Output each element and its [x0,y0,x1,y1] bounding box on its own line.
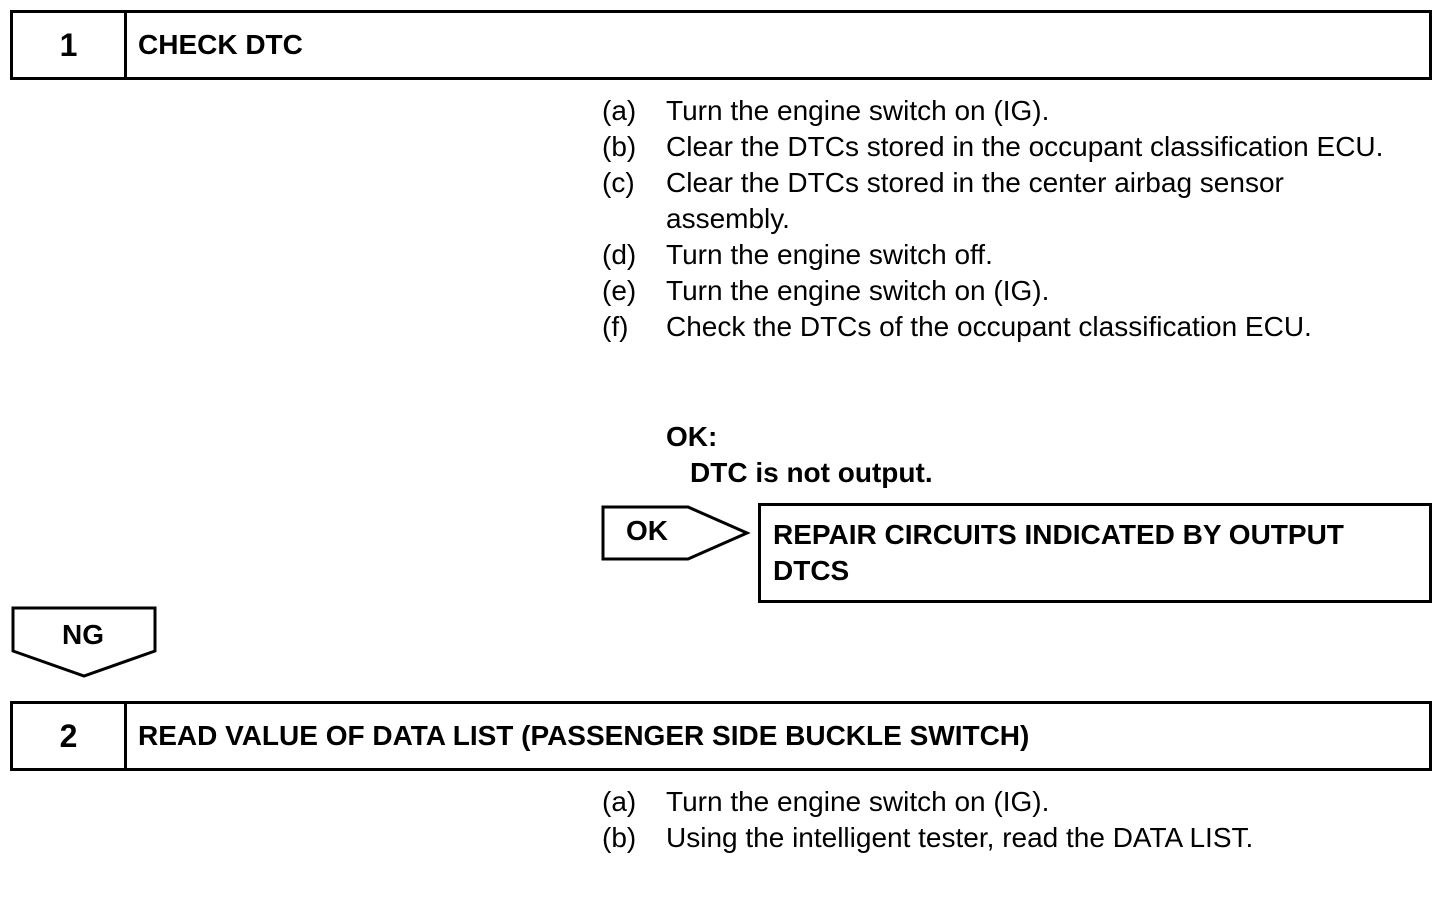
instruction-text: Clear the DTCs stored in the occupant cl… [666,131,1384,162]
instruction-item: (c) Clear the DTCs stored in the center … [602,165,1402,237]
instruction-letter: (b) [602,131,637,162]
instruction-letter: (e) [602,275,637,306]
step-1-number: 1 [13,13,127,77]
instruction-letter: (a) [602,95,637,126]
repair-text: REPAIR CIRCUITS INDICATED BY OUTPUT DTCS [773,519,1344,586]
instruction-text: Using the intelligent tester, read the D… [666,822,1254,853]
instruction-letter: (f) [602,311,629,342]
step-2-instructions: (a) Turn the engine switch on (IG). (b) … [602,784,1402,856]
instruction-item: (d) Turn the engine switch off. [602,237,1402,273]
step-1-header: 1 CHECK DTC [10,10,1432,80]
instruction-item: (b) Using the intelligent tester, read t… [602,820,1402,856]
ok-arrow-icon [601,505,751,561]
step-2-header: 2 READ VALUE OF DATA LIST (PASSENGER SID… [10,701,1432,771]
instruction-letter: (c) [602,167,635,198]
step-2-number: 2 [13,704,127,768]
instruction-text: Clear the DTCs stored in the center airb… [666,167,1284,234]
ng-arrow-icon [11,606,157,678]
step-2-title: READ VALUE OF DATA LIST (PASSENGER SIDE … [138,720,1030,751]
ok-arrow-label: OK [626,515,668,546]
instruction-letter: (d) [602,239,637,270]
instruction-text: Turn the engine switch on (IG). [666,95,1050,126]
instruction-item: (a) Turn the engine switch on (IG). [602,784,1402,820]
instruction-item: (a) Turn the engine switch on (IG). [602,93,1402,129]
ok-result: DTC is not output. [690,457,933,488]
ok-criteria: OK: DTC is not output. [666,419,933,491]
step-1-title: CHECK DTC [138,29,303,60]
ng-arrow-label: NG [62,619,104,650]
instruction-text: Turn the engine switch on (IG). [666,786,1050,817]
repair-box: REPAIR CIRCUITS INDICATED BY OUTPUT DTCS [758,503,1432,603]
instruction-text: Turn the engine switch on (IG). [666,275,1050,306]
instruction-letter: (a) [602,786,637,817]
instruction-text: Turn the engine switch off. [666,239,993,270]
ok-heading: OK: [666,421,718,452]
instruction-item: (f) Check the DTCs of the occupant class… [602,309,1402,345]
instruction-item: (b) Clear the DTCs stored in the occupan… [602,129,1402,165]
instruction-text: Check the DTCs of the occupant classific… [666,311,1312,342]
instruction-item: (e) Turn the engine switch on (IG). [602,273,1402,309]
instruction-letter: (b) [602,822,637,853]
step-1-instructions: (a) Turn the engine switch on (IG). (b) … [602,93,1402,345]
